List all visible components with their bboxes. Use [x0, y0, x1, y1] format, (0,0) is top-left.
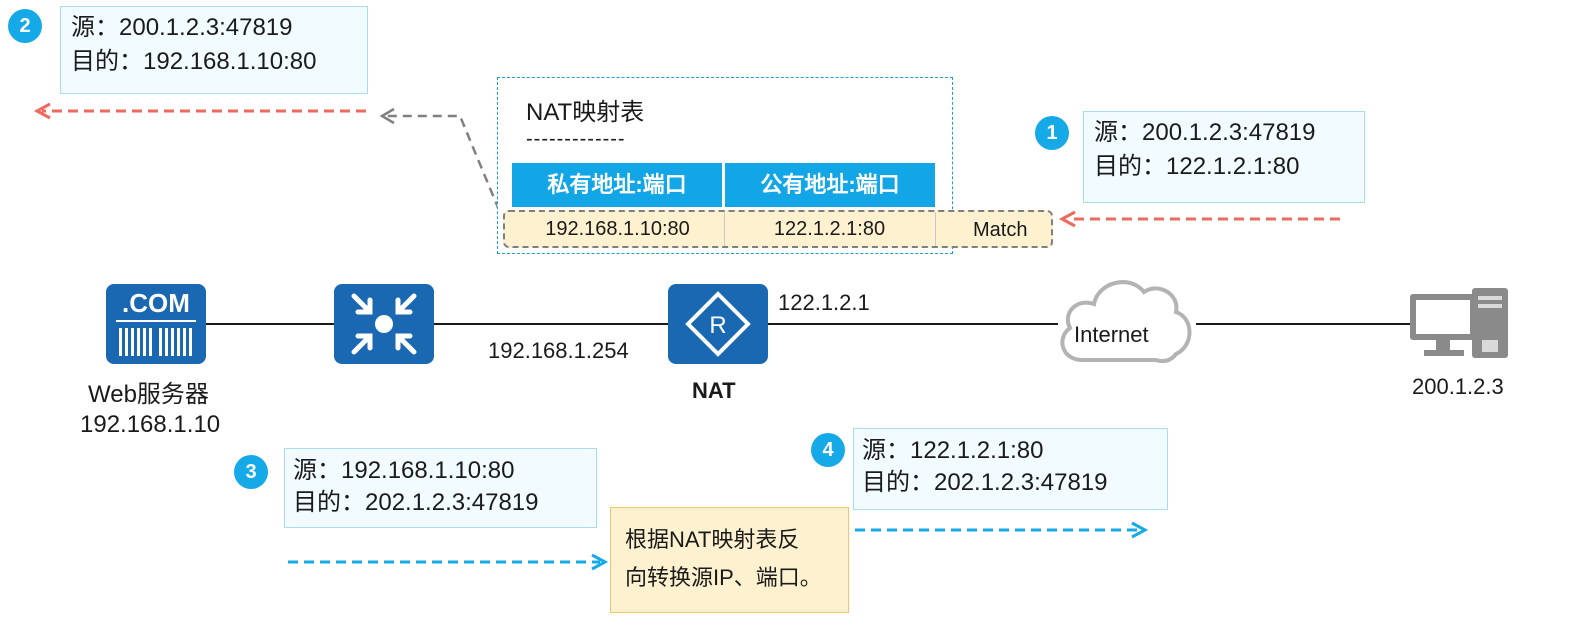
nat-table-header-private: 私有地址:端口 [512, 163, 722, 207]
step-3-badge: 3 [234, 455, 268, 489]
step-2-badge: 2 [8, 9, 42, 43]
internet-label: Internet [1074, 322, 1149, 347]
step-2-destination: 目的：192.168.1.10:80 [71, 48, 317, 75]
nat-label: NAT [692, 378, 736, 403]
step-1-packet-box: 源：200.1.2.3:47819 目的：122.1.2.1:80 [1083, 111, 1365, 203]
step-4-packet-box: 源：122.1.2.1:80 目的：202.1.2.3:47819 [853, 428, 1168, 510]
step-4-badge: 4 [811, 433, 845, 467]
web-server-ip: 192.168.1.10 [80, 411, 221, 438]
web-server-icon: .COM [106, 284, 206, 364]
step-3-packet-box: 源：192.168.1.10:80 目的：202.1.2.3:47819 [284, 448, 597, 528]
nat-table-header-public: 公有地址:端口 [725, 163, 935, 207]
switch-ip: 192.168.1.254 [488, 338, 629, 363]
server-bars-left [119, 328, 153, 356]
com-label: .COM [122, 288, 190, 318]
router-diamond-icon: R [685, 291, 751, 357]
match-label: Match [973, 219, 1028, 241]
switch-icon [334, 284, 434, 364]
switch-arrows-icon [351, 293, 417, 355]
step-2-packet-box: 源：200.1.2.3:47819 目的：192.168.1.10:80 [60, 6, 368, 94]
note-line-1: 根据NAT映射表反 [625, 527, 800, 552]
step-4-source: 源：122.1.2.1:80 [862, 437, 1044, 464]
web-server-name: Web服务器 [88, 381, 209, 408]
step-3-destination: 目的：202.1.2.3:47819 [293, 489, 539, 516]
step-1-source: 源：200.1.2.3:47819 [1094, 119, 1316, 146]
nat-router-icon: R [668, 284, 768, 364]
server-bars-right [159, 328, 193, 356]
client-ip: 200.1.2.3 [1412, 374, 1504, 399]
connector-table-to-step2 [386, 114, 501, 211]
svg-text:R: R [709, 312, 726, 339]
nat-table-row-divider-right [935, 212, 936, 246]
step-2-source: 源：200.1.2.3:47819 [71, 14, 293, 41]
nat-table-cell-public: 122.1.2.1:80 [773, 218, 886, 240]
reverse-translation-note: 根据NAT映射表反 向转换源IP、端口。 [610, 507, 849, 613]
nat-public-ip: 122.1.2.1 [778, 290, 870, 315]
step-1-destination: 目的：122.1.2.1:80 [1094, 153, 1300, 180]
internet-cloud-icon [1060, 280, 1192, 364]
nat-table-match-row [503, 210, 1053, 248]
server-divider [116, 320, 196, 322]
step-3-source: 源：192.168.1.10:80 [293, 457, 515, 484]
client-pc-icon [1410, 288, 1508, 358]
step-1-badge: 1 [1035, 116, 1069, 150]
step-4-destination: 目的：202.1.2.3:47819 [862, 469, 1108, 496]
nat-table-row-divider [724, 212, 725, 246]
nat-table-separator: ------------- [526, 128, 626, 150]
nat-table-cell-private: 192.168.1.10:80 [545, 218, 690, 240]
note-line-2: 向转换源IP、端口。 [625, 565, 822, 590]
nat-table-title: NAT映射表 [526, 99, 645, 126]
